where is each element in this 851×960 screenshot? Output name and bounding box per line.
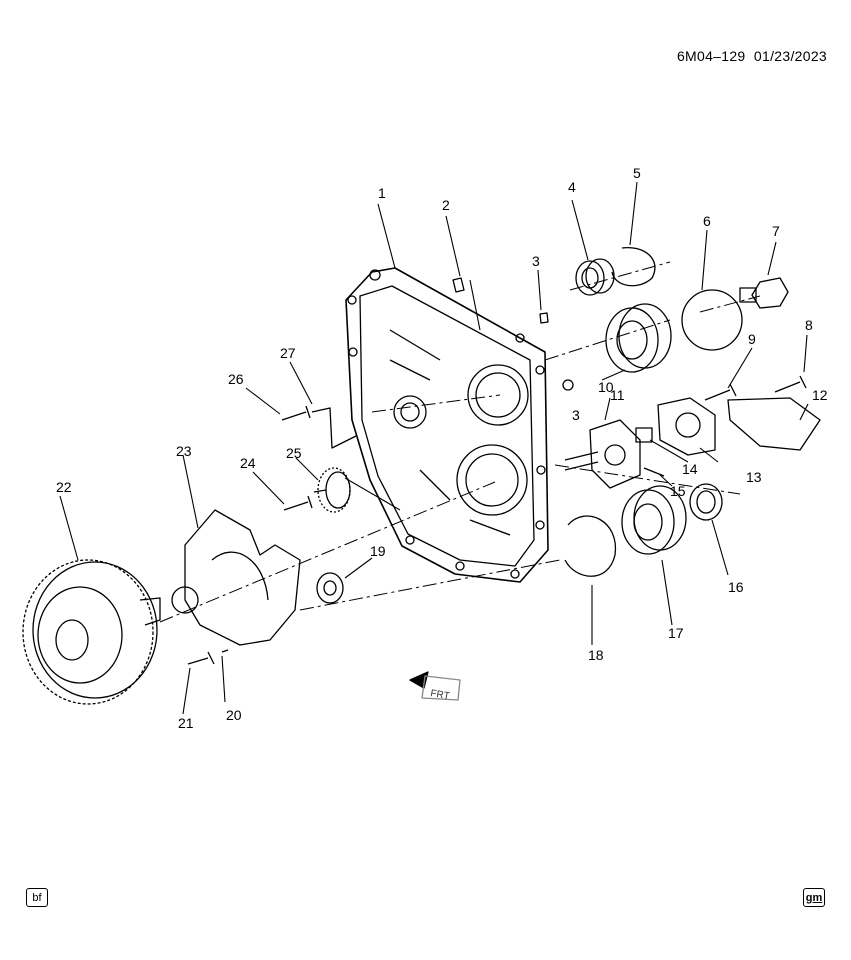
part-bearing-17 <box>621 485 687 555</box>
callout-10: 10 <box>598 379 614 395</box>
callout-2: 2 <box>442 197 450 213</box>
part-dowel-3b <box>562 379 574 391</box>
callout-12: 12 <box>812 387 828 403</box>
part-snap-ring-6 <box>681 289 743 351</box>
part-housing-13 <box>657 397 716 456</box>
part-bolt-8 <box>774 375 807 393</box>
callout-7: 7 <box>772 223 780 239</box>
callout-1: 1 <box>378 185 386 201</box>
part-bolt-26 <box>281 405 311 421</box>
callout-4: 4 <box>568 179 576 195</box>
part-housing <box>345 267 549 583</box>
callout-24: 24 <box>240 455 256 471</box>
part-pump-11 <box>564 419 641 489</box>
callout-22: 22 <box>56 479 72 495</box>
front-direction-label: FRT <box>429 688 450 702</box>
part-snap-ring-5 <box>611 246 656 287</box>
diagram-header: 6M04–129 01/23/2023 <box>677 48 827 64</box>
part-snap-ring-18 <box>564 515 617 577</box>
part-cover-12 <box>727 397 821 451</box>
part-bearing-4 <box>575 258 615 296</box>
part-shield-23 <box>171 509 301 646</box>
callout-27: 27 <box>280 345 296 361</box>
callout-26: 26 <box>228 371 244 387</box>
callout-20: 20 <box>226 707 242 723</box>
callout-17: 17 <box>668 625 684 641</box>
callout-14: 14 <box>682 461 698 477</box>
callout-18: 18 <box>588 647 604 663</box>
part-gear-25 <box>313 467 351 513</box>
diagram-date: 01/23/2023 <box>753 48 827 64</box>
part-bolt-24 <box>283 495 313 511</box>
front-direction-arrow <box>409 671 461 701</box>
part-pin-15 <box>643 467 665 477</box>
part-ring-gear-22 <box>22 559 161 705</box>
part-nut-16 <box>689 483 723 521</box>
part-dowel-3a <box>539 312 549 324</box>
callout-5: 5 <box>633 165 641 181</box>
callout-8: 8 <box>805 317 813 333</box>
part-bolt-9 <box>704 383 737 401</box>
corner-badge-gm-logo: gm <box>803 888 825 907</box>
callout-13: 13 <box>746 469 762 485</box>
callout-6: 6 <box>703 213 711 229</box>
callout-9: 9 <box>748 331 756 347</box>
part-connector-14 <box>635 427 653 443</box>
part-dowel-upper <box>452 277 465 293</box>
part-bolt-21 <box>187 651 215 665</box>
part-plug-7 <box>739 277 789 309</box>
diagram-code: 6M04–129 <box>676 48 746 64</box>
part-pin-20 <box>221 649 229 653</box>
callout-11: 11 <box>610 387 625 403</box>
callout-19: 19 <box>370 543 386 559</box>
callout-25: 25 <box>286 445 302 461</box>
callout-3: 3 <box>532 253 540 269</box>
callout-15: 15 <box>670 483 686 499</box>
callout-3: 3 <box>572 407 580 423</box>
corner-badge-bf: bf <box>26 888 48 907</box>
part-washer-19 <box>316 572 344 604</box>
part-bearing-10 <box>605 303 672 373</box>
part-pipe-27 <box>311 407 357 449</box>
callout-16: 16 <box>728 579 744 595</box>
callout-23: 23 <box>176 443 192 459</box>
callout-21: 21 <box>178 715 194 731</box>
